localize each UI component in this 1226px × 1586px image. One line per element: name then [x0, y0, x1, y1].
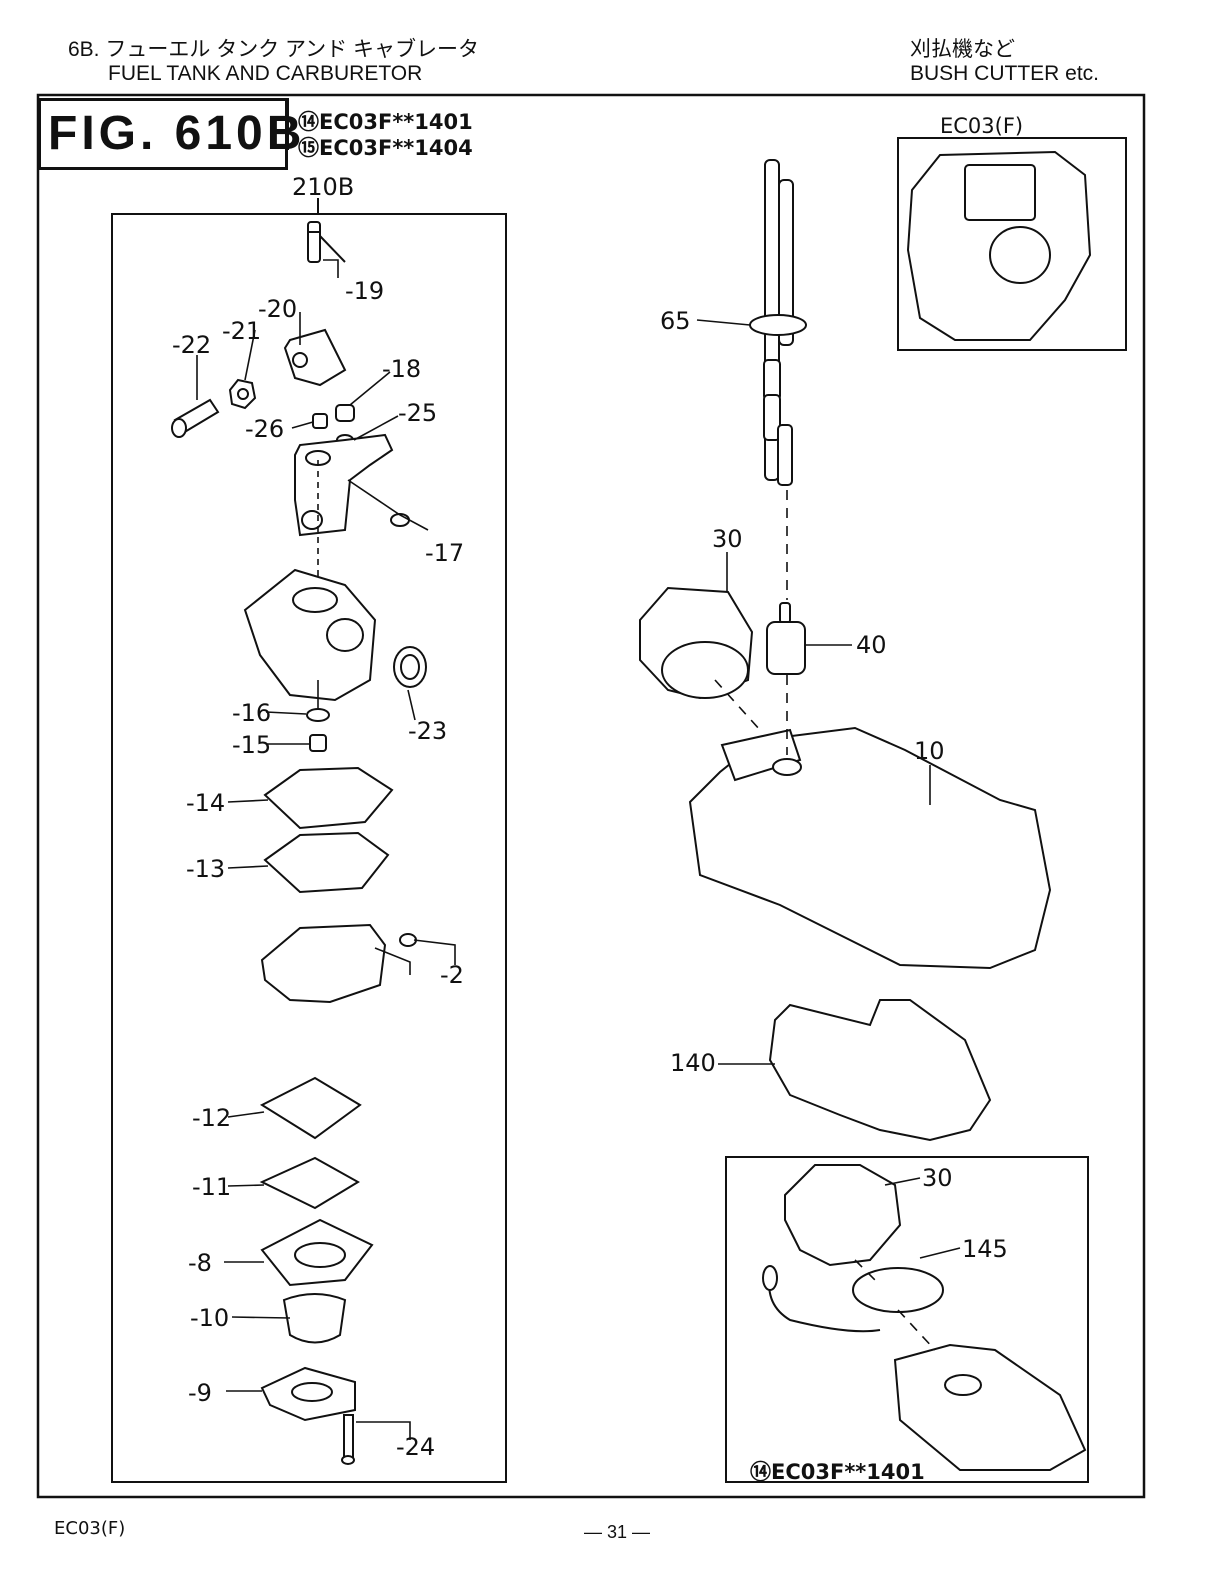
- figure-label: FIG. 610B: [48, 106, 305, 161]
- callout-17: -17: [425, 540, 464, 566]
- callout-12: -12: [192, 1105, 231, 1131]
- callout-19: -19: [345, 278, 384, 304]
- engine-inset-title: EC03(F): [940, 114, 1023, 138]
- carburetor-parts: [172, 222, 426, 1464]
- callout-10: -10: [190, 1305, 229, 1331]
- model-line-1404: ⑮EC03F**1404: [298, 132, 473, 162]
- callout-22: -22: [172, 332, 211, 358]
- callout-30: 30: [712, 526, 743, 552]
- page-number: — 31 —: [584, 1522, 650, 1543]
- sub-inset-model: ⑭EC03F**1401: [750, 1456, 925, 1486]
- callout-23: -23: [408, 718, 447, 744]
- callout-9: -9: [188, 1380, 212, 1406]
- callout-140: 140: [670, 1050, 716, 1076]
- callout-26: -26: [245, 416, 284, 442]
- callout-20: -20: [258, 296, 297, 322]
- callout-13: -13: [186, 856, 225, 882]
- footer-model: EC03(F): [54, 1518, 125, 1539]
- callout-14: -14: [186, 790, 225, 816]
- callout-2: -2: [440, 962, 464, 988]
- callout-15: -15: [232, 732, 271, 758]
- callout-8: -8: [188, 1250, 212, 1276]
- callout-10: 10: [914, 738, 945, 764]
- callout-25: -25: [398, 400, 437, 426]
- callout-16: -16: [232, 700, 271, 726]
- callout-145: 145: [962, 1236, 1008, 1262]
- callout-30-sub: 30: [922, 1165, 953, 1191]
- callout-24: -24: [396, 1434, 435, 1460]
- callout-40: 40: [856, 632, 887, 658]
- callout-65: 65: [660, 308, 691, 334]
- callout-18: -18: [382, 356, 421, 382]
- callout-11: -11: [192, 1174, 231, 1200]
- callout-21: -21: [222, 318, 261, 344]
- group-label-210b: 210B: [292, 174, 354, 200]
